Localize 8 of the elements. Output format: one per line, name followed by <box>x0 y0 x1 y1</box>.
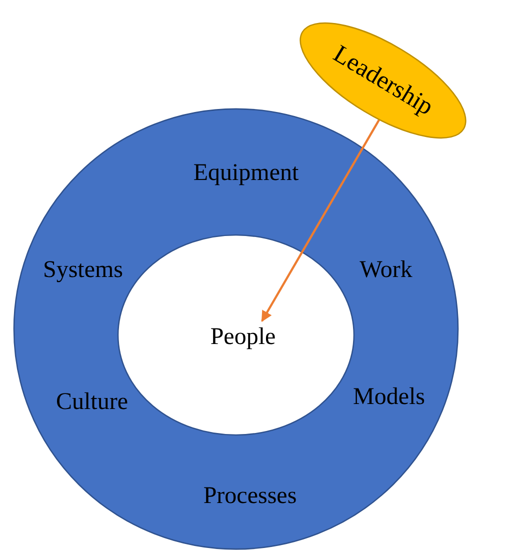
ring-label: Processes <box>203 482 297 510</box>
ring-label: Work <box>360 256 412 284</box>
ring-label: Systems <box>43 256 123 284</box>
ring-label: Equipment <box>193 159 299 187</box>
ring-label: Culture <box>56 388 128 416</box>
people-label: People <box>210 323 276 351</box>
arrow <box>261 119 380 322</box>
ring-label: Models <box>353 383 425 411</box>
